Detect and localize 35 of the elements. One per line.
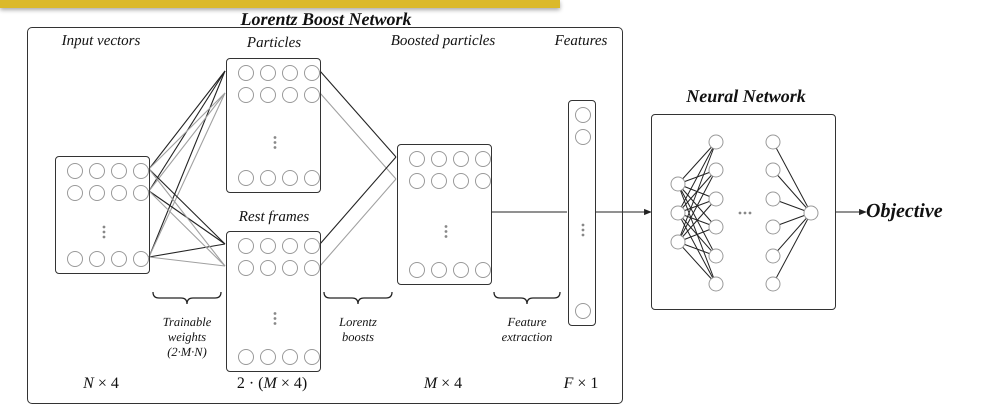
column-heading: Particles — [246, 35, 302, 52]
panel-title: Lorentz Boost Network — [239, 10, 413, 30]
column-heading: Rest frames — [238, 209, 310, 226]
matrix-box — [55, 156, 150, 274]
dimension-label: 2 · (M × 4) — [236, 375, 308, 393]
connector-line — [148, 190, 226, 266]
connector-line — [148, 168, 226, 266]
vector-box — [568, 100, 596, 326]
arrow — [836, 208, 867, 216]
connector-line — [148, 190, 226, 244]
matrix-box — [397, 144, 492, 285]
brace-label: Feature extraction — [500, 315, 554, 345]
connector-line — [148, 70, 226, 170]
brace-label: Lorentz boosts — [338, 315, 378, 345]
connector-line — [320, 156, 396, 244]
box-title: Neural Network — [685, 87, 807, 107]
connector-line — [491, 211, 567, 213]
dimension-label: N × 4 — [82, 375, 120, 393]
brace-label: Trainable weights (2·M·N) — [162, 315, 212, 360]
connector-line — [320, 70, 396, 158]
connector-line — [148, 70, 226, 192]
connector-line — [148, 243, 226, 258]
column-heading: Input vectors — [60, 33, 142, 50]
dimension-label: F × 1 — [562, 375, 600, 393]
connector-line — [320, 92, 396, 180]
connector-line — [320, 178, 396, 266]
connector-line — [148, 168, 226, 244]
output-text: Objective — [866, 200, 943, 222]
dimension-label: M × 4 — [422, 375, 464, 393]
column-heading: Boosted particles — [390, 33, 496, 50]
connector-line — [148, 256, 226, 267]
connector-line — [148, 92, 226, 170]
connector-line — [148, 92, 226, 192]
arrow — [595, 208, 652, 216]
column-heading: Features — [554, 33, 608, 50]
